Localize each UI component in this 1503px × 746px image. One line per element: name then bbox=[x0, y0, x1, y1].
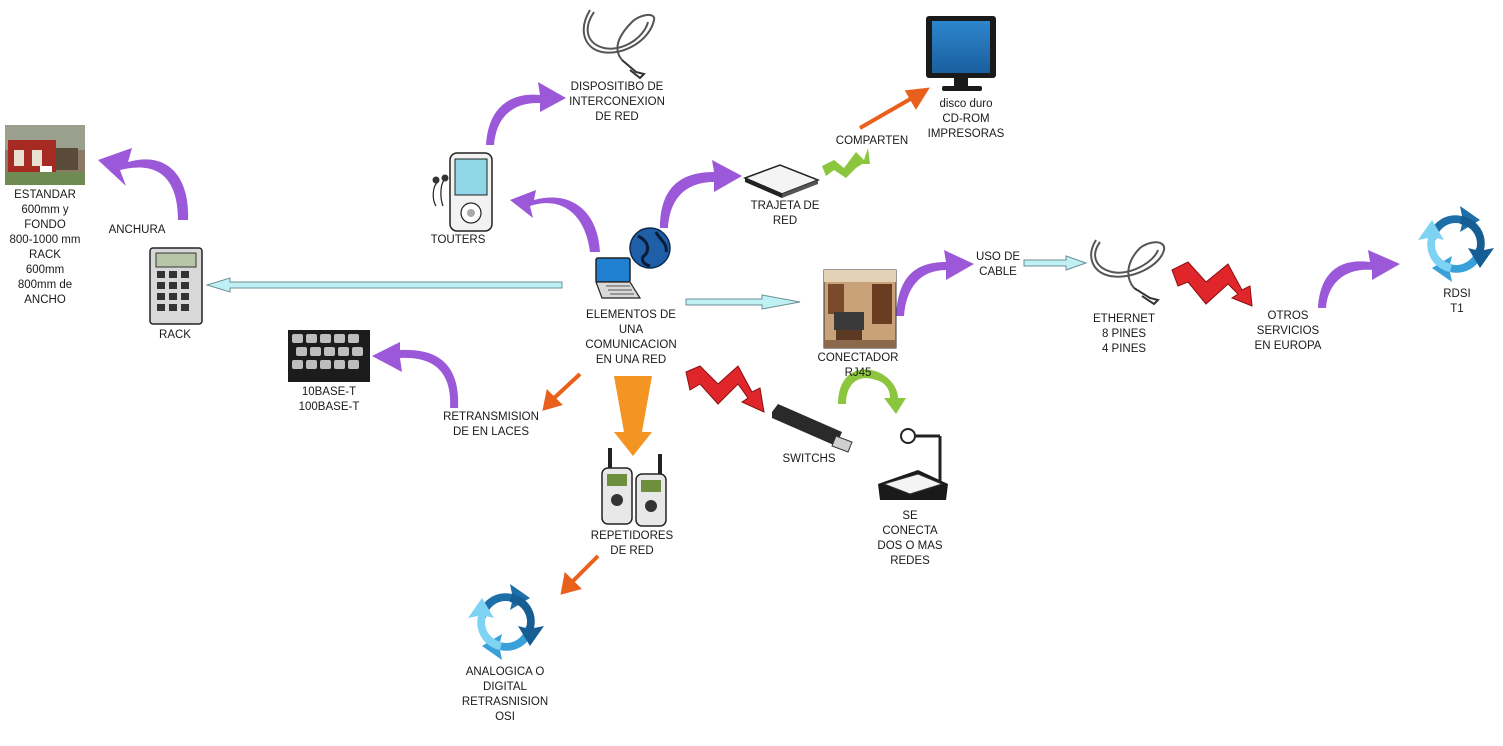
cable-icon-dispositivo bbox=[582, 9, 656, 80]
zigzag-tarjeta-to-comparten bbox=[822, 148, 870, 178]
arrow-center-to-conector bbox=[685, 294, 801, 310]
arrow-center-to-repetidores bbox=[614, 376, 652, 456]
node-estandar-label: ESTANDAR 600mm y FONDO 800-1000 mm RACK … bbox=[9, 189, 81, 306]
node-conector-label: CONECTADOR RJ45 bbox=[817, 352, 899, 379]
zigzag-ethernet-to-otros bbox=[1171, 261, 1253, 307]
projector-icon bbox=[878, 428, 948, 500]
usb-stick-icon bbox=[772, 404, 853, 453]
node-base-label: 10BASE-T 100BASE-T bbox=[298, 386, 360, 413]
arrow-cable-to-ethernet bbox=[1023, 255, 1088, 271]
keyboard-icon bbox=[288, 330, 370, 382]
arrow-anchura-to-estandar bbox=[98, 148, 189, 220]
arrow-otros-to-rdsi bbox=[1318, 250, 1400, 308]
node-center-label: ELEMENTOS DE UNA COMUNICACION EN UNA RED bbox=[585, 309, 677, 366]
media-player-icon bbox=[432, 152, 493, 232]
node-analogica-label: ANALOGICA O DIGITAL RETRASNISION OSI bbox=[461, 666, 549, 723]
node-anchura-label: ANCHURA bbox=[108, 224, 166, 236]
cable-icon-ethernet bbox=[1090, 239, 1166, 306]
node-rack-label: RACK bbox=[159, 329, 191, 341]
node-repetidores-label: REPETIDORES DE RED bbox=[590, 530, 674, 557]
node-touters-label: TOUTERS bbox=[430, 234, 486, 246]
node-retransmision-label: RETRANSMISION DE EN LACES bbox=[443, 411, 539, 438]
cyan-arrows bbox=[205, 255, 1088, 310]
walkie-talkie-icon bbox=[601, 448, 667, 527]
kitchen-photo-icon bbox=[823, 269, 897, 349]
network-card-icon bbox=[742, 164, 821, 198]
cycle-icon-analogica bbox=[468, 584, 544, 660]
calculator-icon bbox=[149, 247, 203, 325]
orange-arrows bbox=[542, 87, 930, 595]
arrow-touters-to-dispositivo bbox=[486, 82, 566, 145]
node-seconecta-label: SE CONECTA DOS O MAS REDES bbox=[877, 510, 943, 567]
laptop-globe-icon bbox=[595, 227, 671, 299]
node-disco-label: disco duro CD-ROM IMPRESORAS bbox=[927, 98, 1005, 140]
node-tarjeta-label: TRAJETA DE RED bbox=[750, 200, 820, 227]
node-dispositivo-label: DISPOSITIBO DE INTERCONEXION DE RED bbox=[569, 81, 665, 123]
arrow-center-to-tarjeta bbox=[660, 160, 742, 228]
arrow-conector-to-seconecta bbox=[838, 369, 906, 414]
zigzag-center-to-switchs bbox=[685, 365, 765, 413]
node-otros-label: OTROS SERVICIOS EN EUROPA bbox=[1254, 310, 1322, 352]
node-comparten-label: COMPARTEN bbox=[835, 135, 909, 147]
arrow-center-to-rack bbox=[205, 277, 563, 293]
node-rdsi-label: RDSI T1 bbox=[1443, 288, 1471, 315]
arrow-center-to-touters bbox=[510, 190, 600, 252]
node-switchs-label: SWITCHS bbox=[782, 453, 836, 465]
red-zigzags bbox=[685, 261, 1253, 413]
barn-photo-icon bbox=[5, 125, 85, 185]
monitor-icon bbox=[926, 16, 996, 91]
arrow-retransmision-to-base bbox=[372, 342, 459, 408]
cycle-icon-rdsi bbox=[1418, 206, 1494, 282]
node-ethernet-label: ETHERNET 8 PINES 4 PINES bbox=[1093, 313, 1155, 355]
purple-arrows bbox=[98, 82, 1400, 408]
node-cable-label: USO DE CABLE bbox=[975, 251, 1021, 278]
arrow-conector-to-cable bbox=[896, 250, 974, 316]
